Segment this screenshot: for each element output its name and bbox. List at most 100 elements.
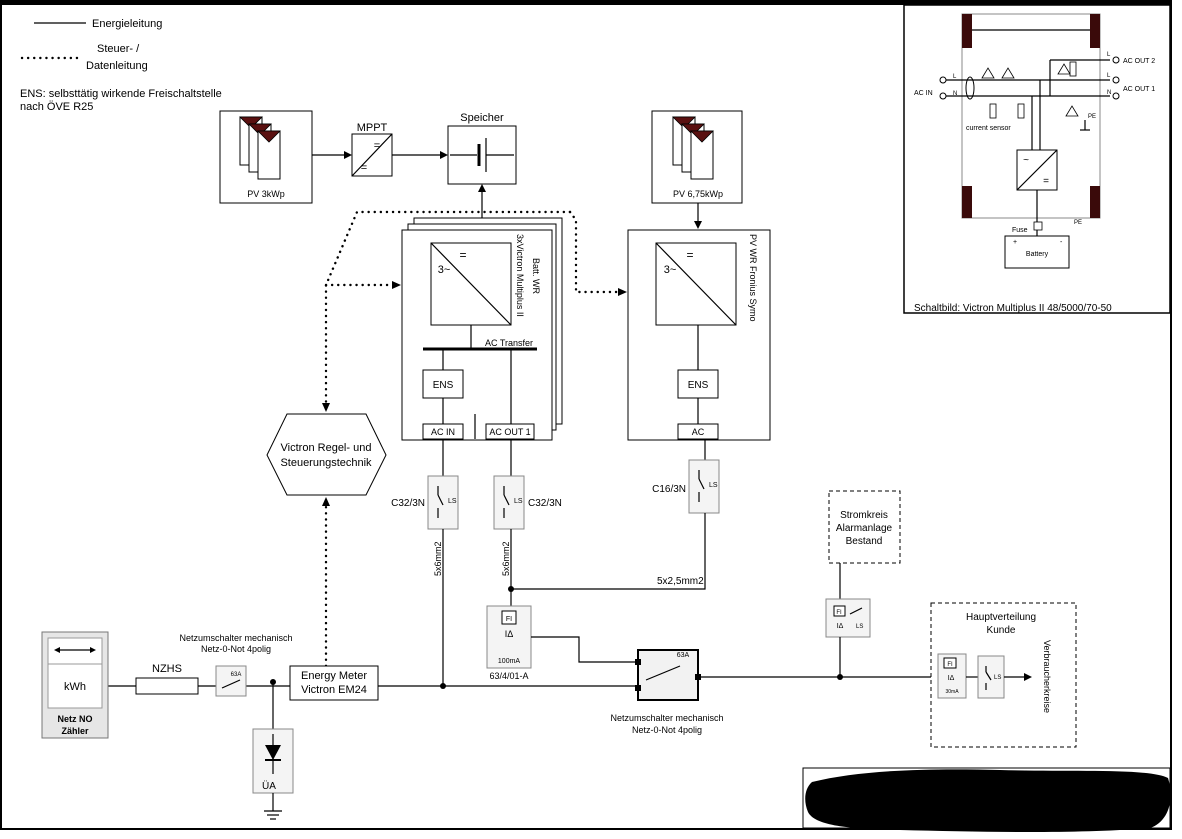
pv-inverter: = 3~ PV WR Fronius Symo ENS AC xyxy=(627,229,771,441)
schem-pe-bottom: PE xyxy=(1074,220,1082,226)
schem-caption: Schaltbild: Victron Multiplus II 48/5000… xyxy=(914,303,1112,314)
schem-current-sensor: current sensor xyxy=(966,125,1011,132)
switch2-rating: 63A xyxy=(677,652,690,659)
schem-pe-top: PE xyxy=(1088,114,1096,120)
nzhs-label: NZHS xyxy=(152,663,182,675)
ls1-symbol: LS xyxy=(448,498,457,505)
schem-ac-in: AC IN xyxy=(914,90,933,97)
grid-meter: kWh Netz NO Zähler xyxy=(41,631,109,739)
batt-inv-symbol-ac: 3~ xyxy=(438,264,451,276)
switch-1: 63A xyxy=(215,665,247,697)
energy-meter-line1: Energy Meter xyxy=(301,670,367,682)
breaker-ls1: LS xyxy=(427,475,459,530)
main-ls: LS xyxy=(994,675,1001,681)
batt-inv-transfer: AC Transfer xyxy=(485,338,533,348)
batt-inv-title: Batt. WR xyxy=(531,258,541,295)
switch2-line1: Netzumschalter mechanisch xyxy=(610,713,723,723)
switch-2: 63A xyxy=(635,649,701,701)
alarm-rcd-ls: LS xyxy=(856,624,863,630)
switch2-line2: Netz-0-Not 4polig xyxy=(632,725,702,735)
multiplus-schematic: AC IN L N current sensor L AC OUT 2 L N … xyxy=(903,4,1171,314)
breaker-ls3: LS xyxy=(688,459,720,514)
ls2-symbol: LS xyxy=(514,498,523,505)
schem-tilde: ~ xyxy=(1023,155,1029,166)
schem-l-out2: L xyxy=(1107,52,1111,58)
mppt-label: MPPT xyxy=(357,122,388,134)
pv1-label: PV 3kWp xyxy=(247,189,285,199)
schem-plus: + xyxy=(1013,239,1017,246)
control-line-1: Victron Regel- und xyxy=(281,442,372,454)
ls1-label: C32/3N xyxy=(391,498,425,509)
rcd-100ma: FI IΔ 100mA xyxy=(486,605,532,669)
victron-control: Victron Regel- und Steuerungstechnik xyxy=(266,413,387,496)
meter-kwh: kWh xyxy=(64,681,86,693)
main-dist-line2: Kunde xyxy=(987,625,1016,636)
surge-protection: ÜA xyxy=(252,728,294,820)
rcd-type: 63/4/01-A xyxy=(489,671,528,681)
alarm-rcd-fi: FI xyxy=(836,610,842,616)
cable-c1: 5x6mm2 xyxy=(433,541,443,576)
rcd-rating: 100mA xyxy=(498,658,521,665)
batt-inv-subtitle: 3xVictron Multiplus II xyxy=(515,234,525,317)
cable-c3: 5x2,5mm2 xyxy=(657,576,704,587)
alarm-line1: Stromkreis xyxy=(840,510,888,521)
storage-battery: Speicher xyxy=(447,112,517,185)
pv-array-2: PV 6,75kWp xyxy=(651,110,743,204)
top-border-band xyxy=(1,1,1171,5)
energy-meter: Energy Meter Victron EM24 xyxy=(289,665,379,701)
batt-inv-symbol-dc: = xyxy=(459,248,466,262)
legend-control-line-1: Steuer- / xyxy=(97,43,140,55)
cable-c2: 5x6mm2 xyxy=(501,541,511,576)
alarm-rcd: FI IΔ LS xyxy=(825,598,871,638)
pv-inv-title: PV WR Fronius Symo xyxy=(748,234,758,322)
batt-inv-ac-out: AC OUT 1 xyxy=(489,427,530,437)
pv-array-1: PV 3kWp xyxy=(219,110,313,204)
schem-fuse: Fuse xyxy=(1012,227,1028,234)
nzhs-fuse xyxy=(135,677,199,695)
pv-inv-symbol-dc: = xyxy=(686,248,693,262)
storage-label: Speicher xyxy=(460,112,504,124)
main-dist-consumers: Verbraucherkreise xyxy=(1042,640,1052,713)
switch1-line1: Netzumschalter mechanisch xyxy=(179,633,292,643)
pv-inv-symbol-ac: 3~ xyxy=(664,264,677,276)
legend-control-line-2: Datenleitung xyxy=(86,60,148,72)
ls2-label: C32/3N xyxy=(528,498,562,509)
schem-l-out1: L xyxy=(1107,73,1111,79)
pv-inv-ens: ENS xyxy=(688,380,709,391)
rcd-idn: IΔ xyxy=(505,629,514,639)
redaction xyxy=(802,767,1171,832)
legend-power-line: Energieleitung xyxy=(92,18,162,30)
ls3-symbol: LS xyxy=(709,482,718,489)
batt-inv-ens: ENS xyxy=(433,380,454,391)
mppt-symbol-bottom: = xyxy=(361,162,367,174)
schem-n-in: N xyxy=(953,91,957,97)
surge-label: ÜA xyxy=(262,780,276,792)
rcd-fi: FI xyxy=(506,616,512,623)
alarm-line3: Bestand xyxy=(846,536,883,547)
switch1-line2: Netz-0-Not 4polig xyxy=(201,644,271,654)
pv-inv-ac: AC xyxy=(692,427,705,437)
mppt: MPPT = = xyxy=(351,122,393,177)
breaker-ls2: LS xyxy=(493,475,525,530)
switch1-rating: 63A xyxy=(231,672,242,678)
main-rcd-rating: 30mA xyxy=(945,689,959,695)
alarm-circuit: Stromkreis Alarmanlage Bestand xyxy=(828,490,901,564)
schem-battery: Battery xyxy=(1026,251,1049,258)
schem-ac-out-1: AC OUT 1 xyxy=(1123,86,1155,93)
legend: Energieleitung Steuer- / Datenleitung EN… xyxy=(20,18,222,113)
battery-inverter: = 3~ Batt. WR 3xVictron Multiplus II AC … xyxy=(401,217,563,441)
legend-ens-note-2: nach ÖVE R25 xyxy=(20,101,93,113)
alarm-rcd-idn: IΔ xyxy=(837,623,844,630)
mppt-symbol-top: = xyxy=(374,140,380,152)
schem-eq: = xyxy=(1043,176,1049,187)
ls3-label: C16/3N xyxy=(652,484,686,495)
main-dist-line1: Hauptverteilung xyxy=(966,612,1036,623)
legend-ens-note-1: ENS: selbsttätig wirkende Freischaltstel… xyxy=(20,88,222,100)
main-distribution: Hauptverteilung Kunde FI IΔ 30mA LS Verb… xyxy=(930,602,1077,748)
alarm-line2: Alarmanlage xyxy=(836,523,893,534)
pv2-label: PV 6,75kWp xyxy=(673,189,723,199)
schem-n-out1: N xyxy=(1107,90,1111,96)
energy-meter-line2: Victron EM24 xyxy=(301,684,367,696)
meter-line1: Netz NO xyxy=(57,714,92,724)
